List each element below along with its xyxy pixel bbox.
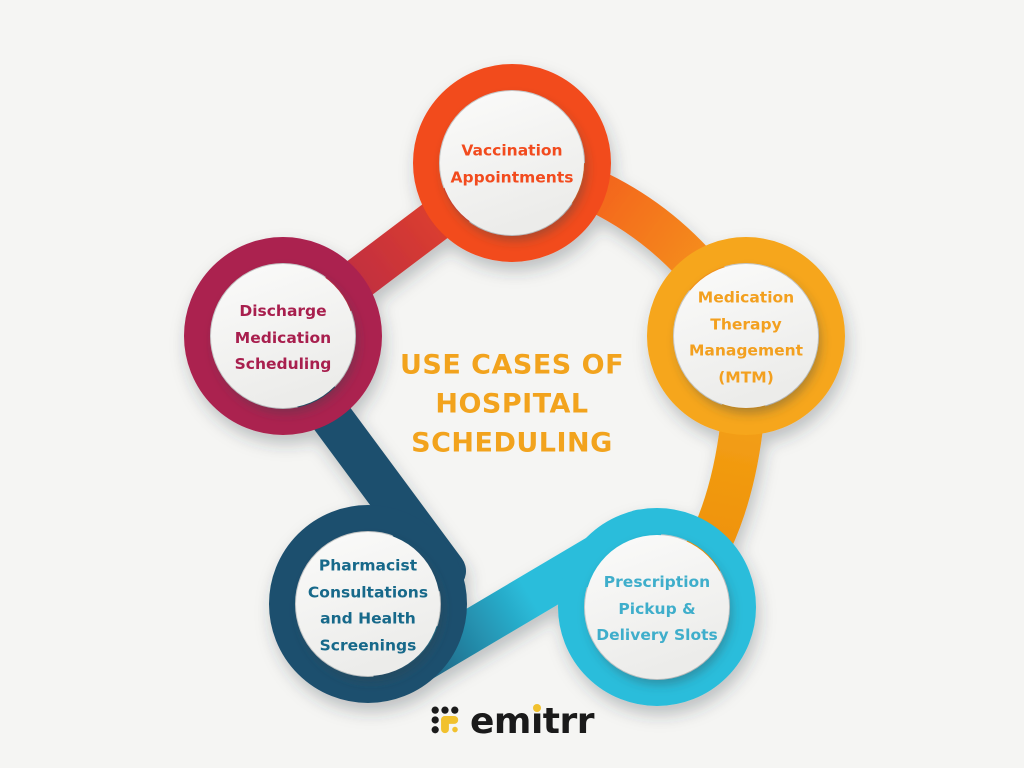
node-ring-pharmacist [269, 505, 467, 703]
node-ring-mtm [647, 237, 845, 435]
logo-text-part-2: ı [530, 701, 543, 742]
emitrr-logo: emıtrr [430, 701, 595, 742]
dot-grid-icon [431, 706, 459, 734]
node-circle-mtm [674, 264, 818, 408]
diagram-title: USE CASES OF HOSPITAL SCHEDULING [399, 349, 625, 459]
logo-text-part-1: em [470, 701, 531, 742]
node-ring-discharge [184, 237, 382, 435]
node-circle-vaccination [440, 91, 584, 235]
node-circle-pharmacist [296, 532, 440, 676]
node-ring-vaccination [413, 64, 611, 262]
node-circle-discharge [211, 264, 355, 408]
node-ring-prescription [558, 508, 756, 706]
node-circle-prescription [585, 535, 729, 679]
logo-text-part-3: trr [542, 701, 595, 742]
emitrr-logo-text: emıtrr [470, 701, 595, 742]
